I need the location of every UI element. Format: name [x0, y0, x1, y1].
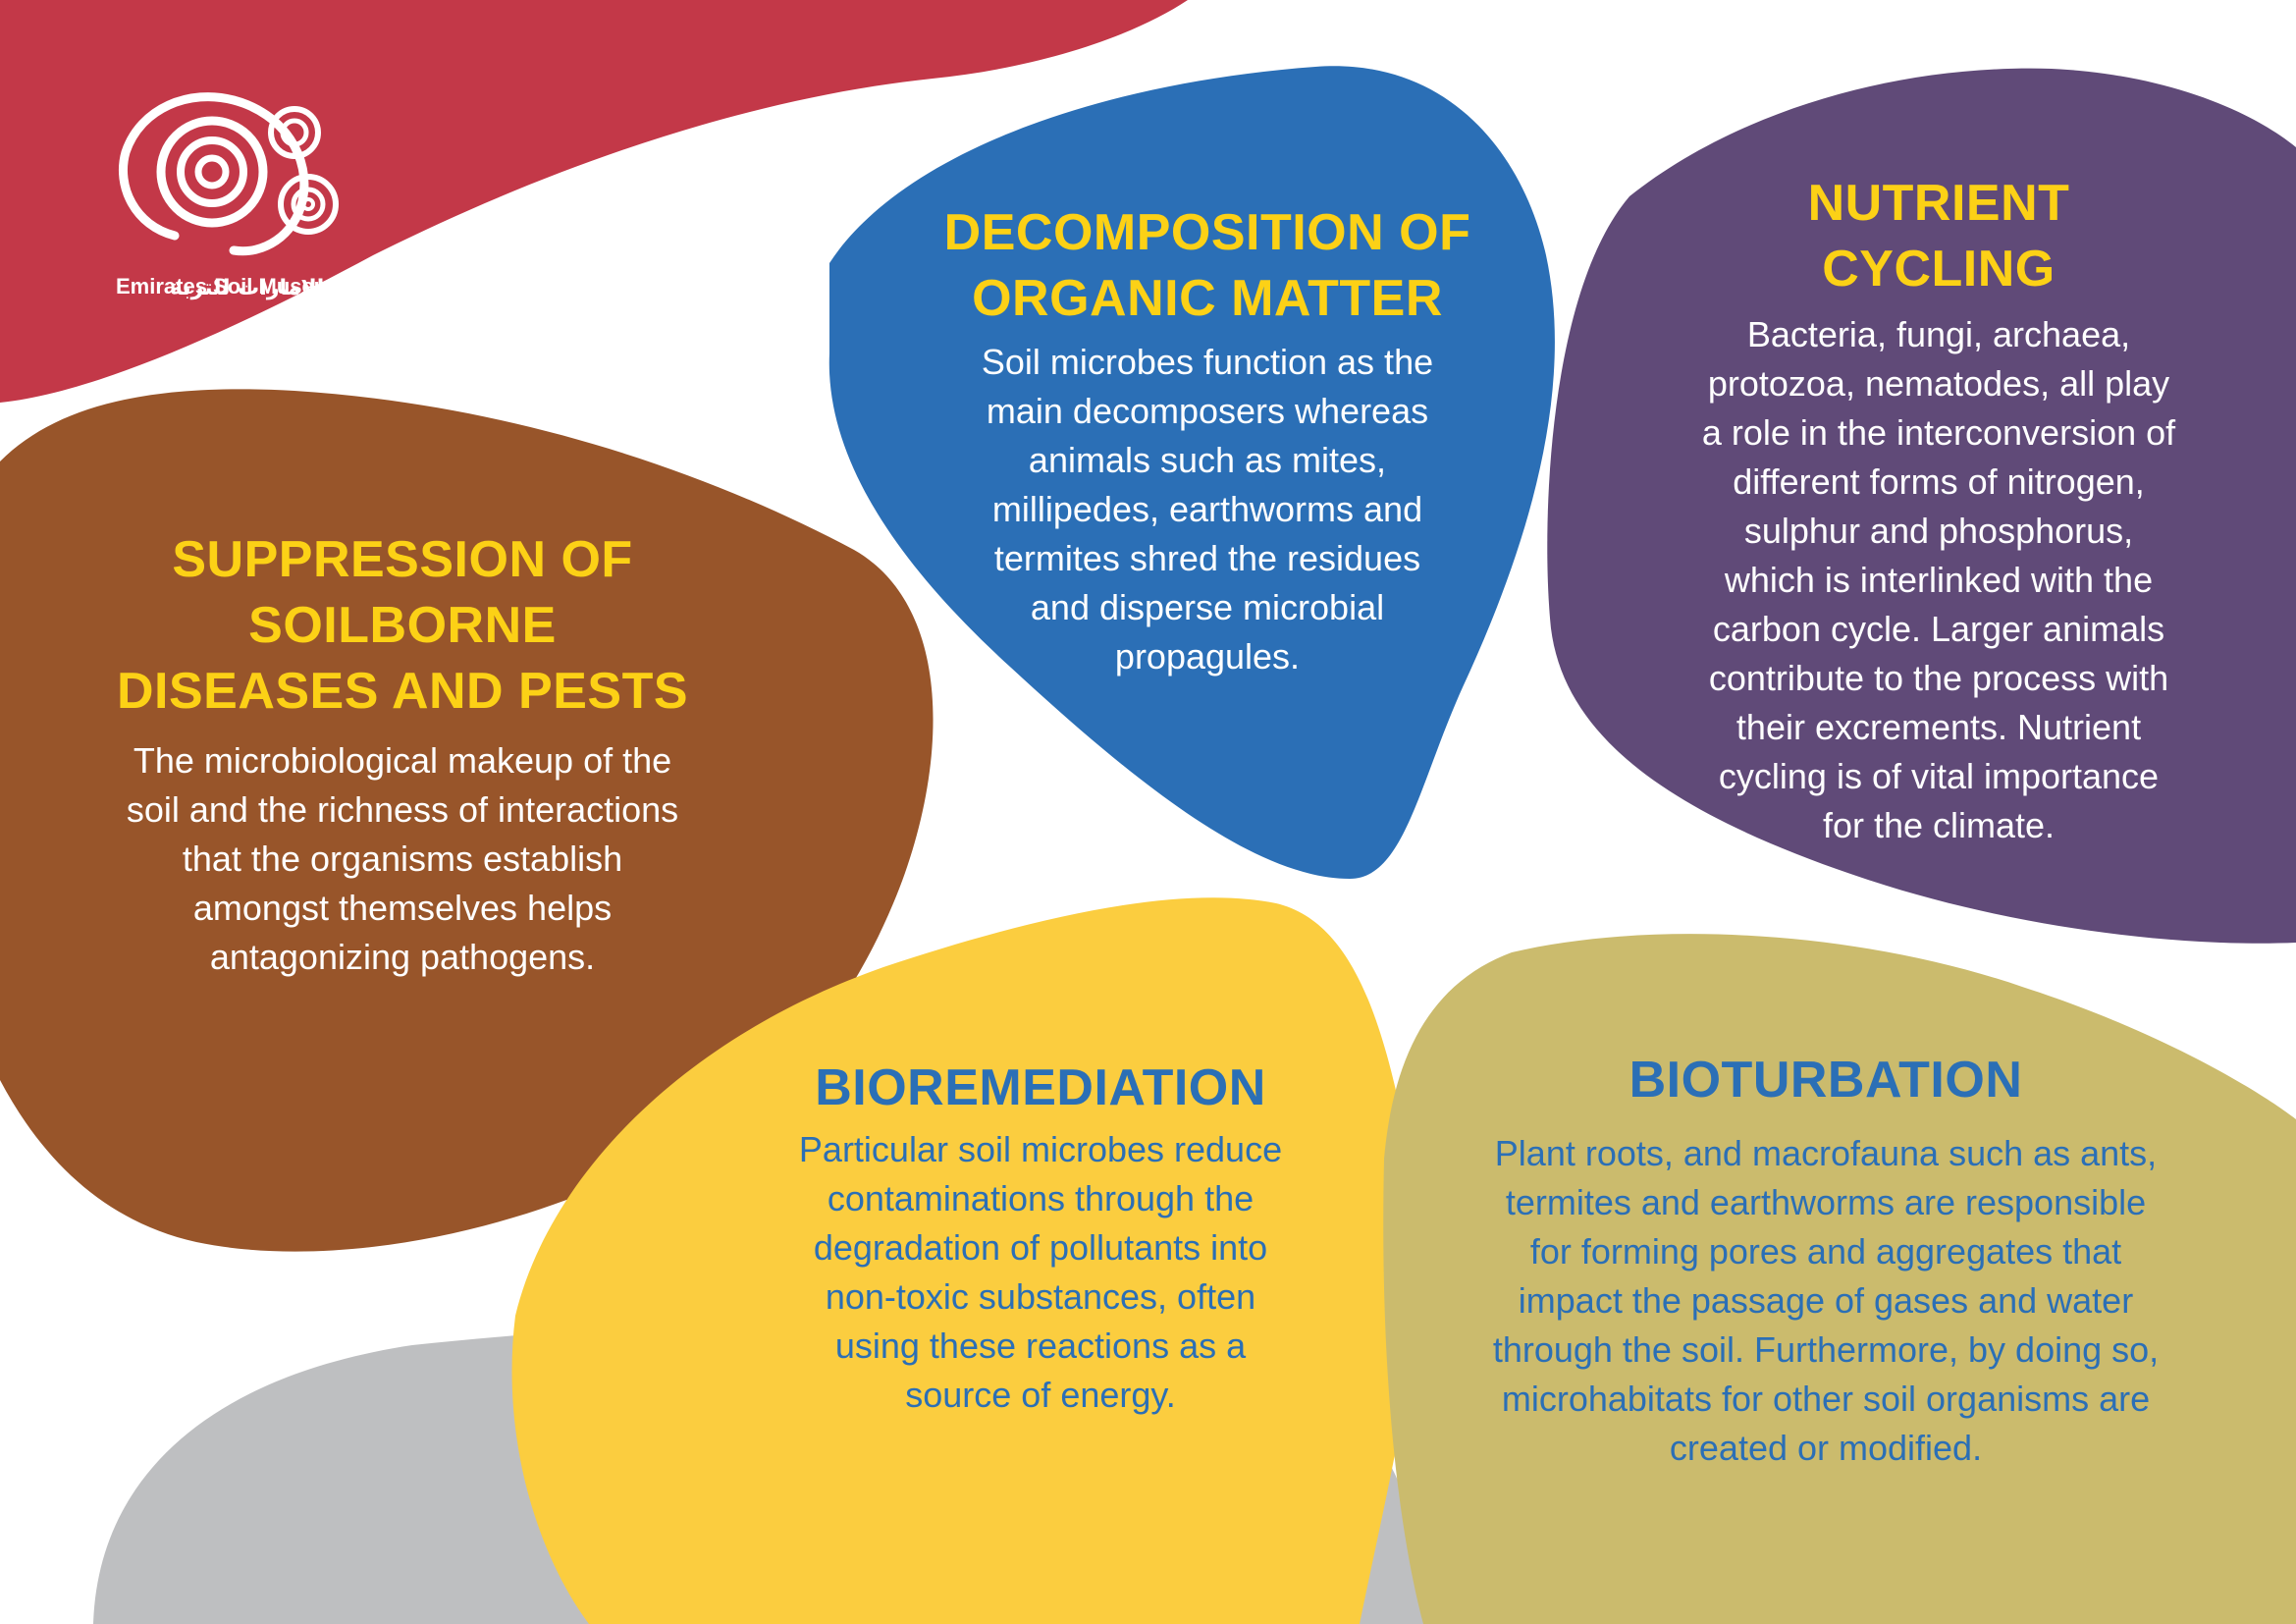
olive-blob	[1383, 934, 2296, 1624]
body-line: created or modified.	[1669, 1428, 1983, 1468]
body-line: animals such as mites,	[1028, 440, 1387, 480]
logo-arabic-text: متحف الإمارات للتربة	[170, 276, 371, 300]
body-line: degradation of pollutants into	[813, 1227, 1268, 1268]
bioremediation-body: Particular soil microbes reduce contamin…	[746, 1125, 1335, 1420]
nutrient-cycling-body: Bacteria, fungi, archaea, protozoa, nema…	[1620, 310, 2258, 850]
body-line: Bacteria, fungi, archaea,	[1746, 314, 2131, 354]
body-line: and disperse microbial	[1030, 587, 1385, 627]
body-line: which is interlinked with the	[1724, 560, 2154, 600]
museum-logo-icon: متحف الإمارات للتربة	[118, 92, 371, 300]
body-line: main decomposers whereas	[986, 391, 1429, 431]
bioremediation-title: BIOREMEDIATION	[746, 1056, 1335, 1121]
red-blob	[0, 0, 1188, 403]
bioturbation-section: BIOTURBATION Plant roots, and macrofauna…	[1453, 1048, 2199, 1473]
decomposition-section: DECOMPOSITION OF ORGANIC MATTER Soil mic…	[854, 200, 1561, 681]
body-line: through the soil. Furthermore, by doing …	[1492, 1329, 2160, 1370]
body-line: using these reactions as a	[834, 1326, 1247, 1366]
body-line: for the climate.	[1822, 805, 2056, 845]
title-line: BIOTURBATION	[1629, 1052, 2023, 1109]
nutrient-cycling-section: NUTRIENT CYCLING Bacteria, fungi, archae…	[1620, 171, 2258, 850]
body-line: millipedes, earthworms and	[991, 489, 1423, 529]
decomposition-body: Soil microbes function as the main decom…	[854, 338, 1561, 681]
body-line: termites shred the residues	[993, 538, 1421, 578]
body-line: Soil microbes function as the	[981, 342, 1434, 382]
body-line: protozoa, nematodes, all play	[1707, 363, 2170, 404]
nutrient-cycling-title: NUTRIENT CYCLING	[1620, 171, 2258, 302]
body-line: Particular soil microbes reduce	[798, 1129, 1283, 1169]
body-line: contaminations through the	[827, 1178, 1255, 1218]
blue-blob	[828, 66, 1555, 879]
body-line: sulphur and phosphorus,	[1743, 511, 2134, 551]
body-line: their excrements. Nutrient	[1735, 707, 2142, 747]
title-line: ORGANIC MATTER	[972, 270, 1443, 327]
body-line: Plant roots, and macrofauna such as ants…	[1494, 1133, 2158, 1173]
title-line: BIOREMEDIATION	[815, 1059, 1266, 1116]
body-line: cycling is of vital importance	[1718, 756, 2160, 796]
title-line: DISEASES AND PESTS	[116, 663, 689, 720]
title-line: SUPPRESSION OF	[172, 531, 633, 588]
bioturbation-title: BIOTURBATION	[1453, 1048, 2199, 1113]
yellow-blob	[511, 897, 1419, 1624]
bioturbation-body: Plant roots, and macrofauna such as ants…	[1453, 1129, 2199, 1473]
body-line: soil and the richness of interactions	[126, 789, 679, 830]
bioremediation-section: BIOREMEDIATION Particular soil microbes …	[746, 1056, 1335, 1420]
title-line: NUTRIENT	[1807, 175, 2070, 232]
body-line: a role in the interconversion of	[1701, 412, 2176, 453]
body-line: The microbiological makeup of the	[133, 740, 672, 781]
suppression-title: SUPPRESSION OF SOILBORNE DISEASES AND PE…	[59, 527, 746, 725]
body-line: antagonizing pathogens.	[209, 937, 596, 977]
body-line: for forming pores and aggregates that	[1529, 1231, 2122, 1272]
body-line: carbon cycle. Larger animals	[1712, 609, 2165, 649]
purple-blob	[1547, 68, 2296, 944]
body-line: amongst themselves helps	[192, 888, 613, 928]
body-line: microhabitats for other soil organisms a…	[1501, 1379, 2151, 1419]
body-line: that the organisms establish	[182, 839, 623, 879]
body-line: source of energy.	[905, 1375, 1176, 1415]
suppression-body: The microbiological makeup of the soil a…	[59, 736, 746, 982]
body-line: contribute to the process with	[1708, 658, 2169, 698]
logo-english-text: Emirates Soil Museum	[116, 274, 347, 298]
body-line: propagules.	[1114, 636, 1301, 677]
brown-blob	[0, 389, 934, 1252]
body-line: different forms of nitrogen,	[1733, 461, 2145, 502]
title-line: SOILBORNE	[248, 597, 557, 654]
decomposition-title: DECOMPOSITION OF ORGANIC MATTER	[854, 200, 1561, 332]
title-line: DECOMPOSITION OF	[943, 204, 1471, 261]
suppression-section: SUPPRESSION OF SOILBORNE DISEASES AND PE…	[59, 527, 746, 982]
body-line: non-toxic substances, often	[825, 1276, 1256, 1317]
body-line: impact the passage of gases and water	[1518, 1280, 2134, 1321]
title-line: CYCLING	[1822, 241, 2056, 298]
body-line: termites and earthworms are responsible	[1505, 1182, 2147, 1222]
